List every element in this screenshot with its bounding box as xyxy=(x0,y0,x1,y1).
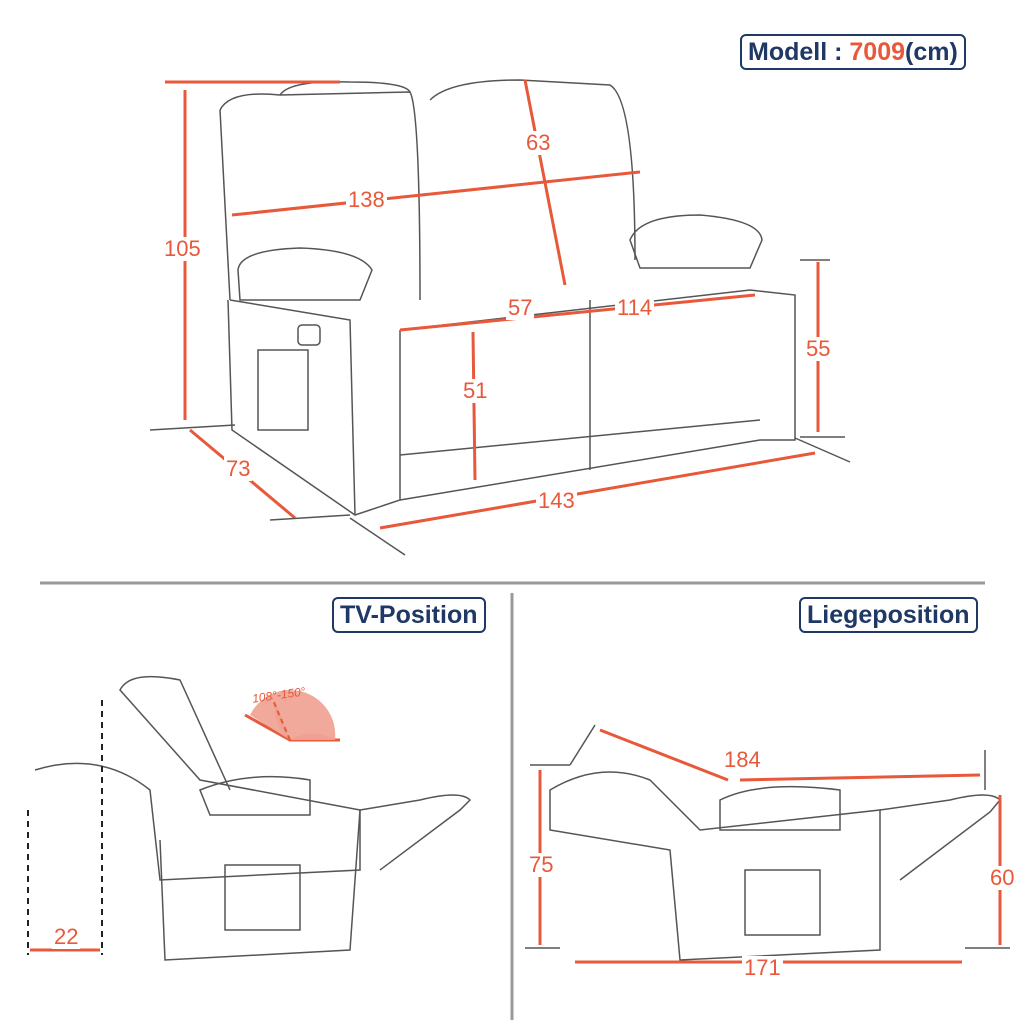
model-title: Modell : 7009(cm) xyxy=(740,34,966,70)
label-seat-height: 51 xyxy=(461,378,490,403)
dimension-lines xyxy=(30,79,1002,964)
label-lying-length: 184 xyxy=(722,747,763,772)
label-floor-length: 171 xyxy=(742,955,783,980)
label-arm-height: 55 xyxy=(804,336,833,361)
label-height-front: 60 xyxy=(988,865,1017,890)
lying-position-title: Liegeposition xyxy=(799,597,978,633)
label-height-total: 105 xyxy=(162,236,203,261)
label-height-back: 75 xyxy=(527,852,556,877)
sofa-outline xyxy=(34,79,1002,961)
label-seat-total-width: 114 xyxy=(615,295,655,320)
recline-offset-lines xyxy=(27,700,103,955)
tv-position-title: TV-Position xyxy=(332,597,486,633)
label-width-back: 138 xyxy=(346,187,387,212)
label-overall-width: 143 xyxy=(536,488,577,513)
model-unit: (cm) xyxy=(905,38,958,66)
model-prefix: Modell : xyxy=(748,38,850,66)
label-back-height: 63 xyxy=(524,130,553,155)
label-depth: 73 xyxy=(224,456,253,481)
model-number: 7009 xyxy=(849,38,906,66)
label-seat-width: 57 xyxy=(506,295,535,320)
label-recline-offset: 22 xyxy=(52,924,81,949)
extension-lines xyxy=(149,259,1010,949)
recline-angle-icon xyxy=(244,690,340,742)
